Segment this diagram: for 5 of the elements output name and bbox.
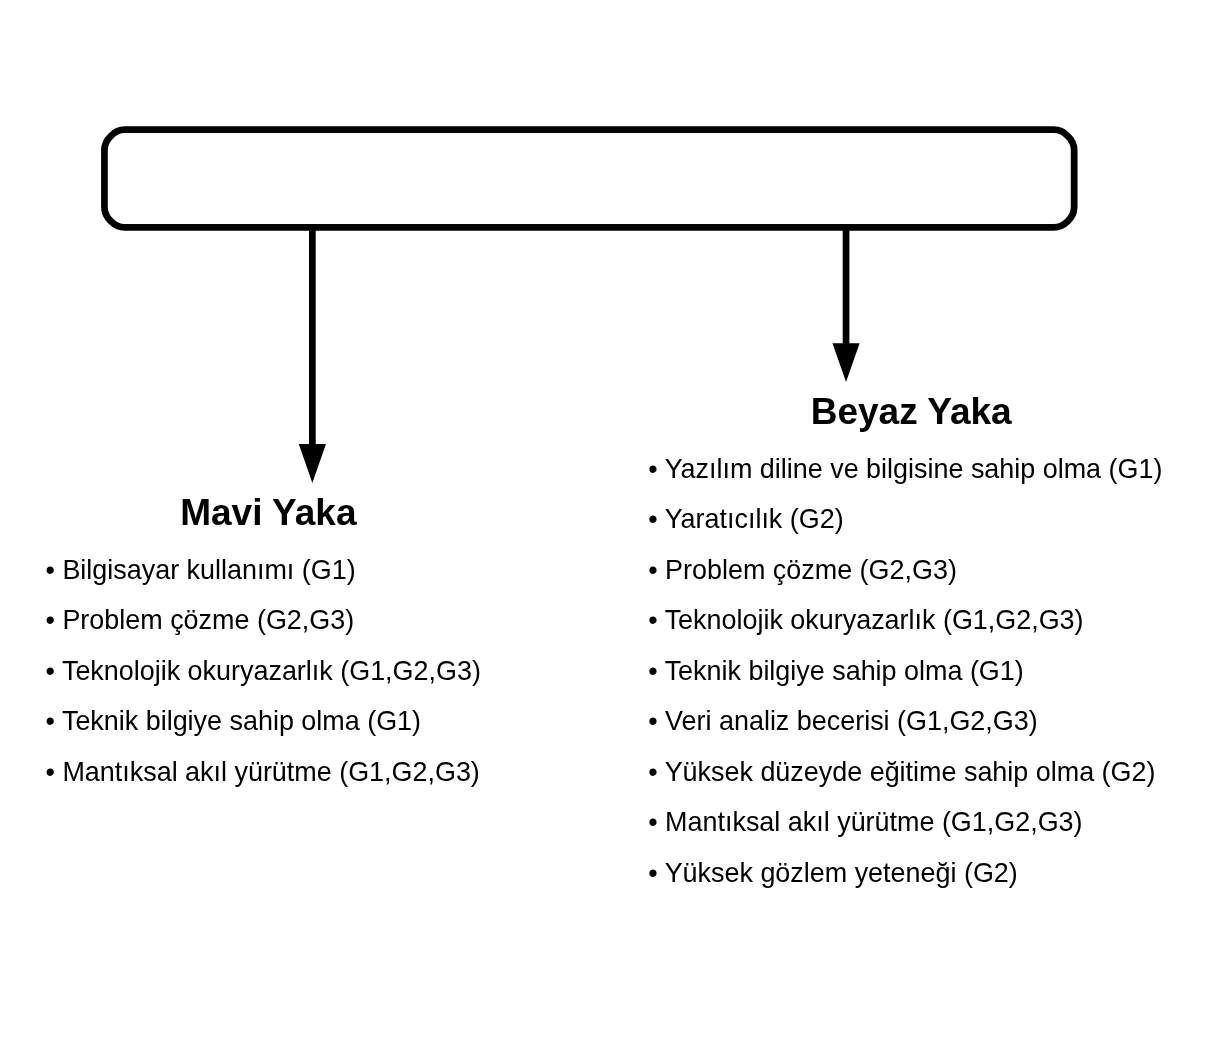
arrow [298,226,326,483]
arrow [832,226,860,382]
node-text: Beyaz Yaka • Yazılım diline ve bilgisine sahip olma (G1) • Yaratıcılık (G2) • Problem çözme (G2,G3) • Teknolojik okuryazarlık (G1,G2,G3) • Teknik bilgiye sahip olma (G1) • Veri analiz becerisi (G1,G2,G3) • Yüksek düzeyde eğitime sahip olma (G2) • Mantıksal akıl yürütme (G1,G2,G3) • Yüksek gözlem yeteneği (G2) [648,389,1163,888]
node-box [101,125,1078,231]
node-text: Mavi Yaka • Bilgisayar kullanımı (G1) • Problem çözme (G2,G3) • Teknolojik okuryazarlık (G1,G2,G3) • Teknik bilgiye sahip olma (G1) • Mantıksal akıl yürütme (G1,G2,G3) [45,490,481,787]
